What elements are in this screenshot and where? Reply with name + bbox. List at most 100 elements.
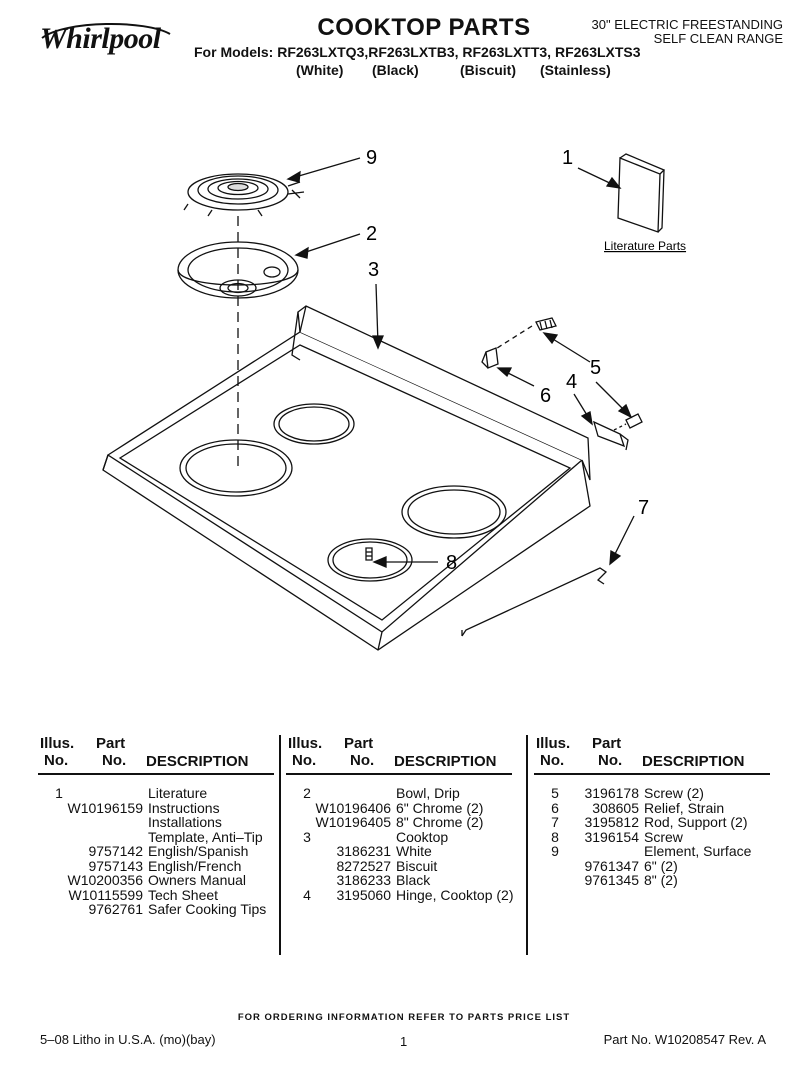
illus-number: 7: [551, 814, 559, 830]
part-description: Installations: [148, 814, 222, 830]
header-description-3: DESCRIPTION: [642, 753, 745, 770]
part-description: Bowl, Drip: [396, 785, 460, 801]
range-type-line1: 30" ELECTRIC FREESTANDING: [591, 17, 783, 32]
part-number: W10196159: [67, 799, 143, 816]
illus-number: 5: [551, 785, 559, 801]
screw-element: [365, 547, 373, 561]
header-illus-1: Illus. No.: [40, 735, 75, 769]
part-number: W10200356: [67, 872, 143, 888]
header-illus-3: Illus. No.: [536, 735, 571, 769]
header-rule-2: [286, 773, 512, 775]
part-description: English/French: [148, 857, 242, 874]
part-description: Owners Manual: [148, 872, 247, 888]
literature-parts-label: Literature Parts: [604, 239, 686, 253]
part-description: Biscuit: [396, 857, 438, 874]
part-number: 3196154: [584, 828, 639, 845]
header-part-3: Part No.: [592, 735, 623, 769]
part-description: 6" Chrome (2): [396, 799, 484, 816]
callout-2: 2: [366, 223, 377, 245]
header-description-1: DESCRIPTION: [146, 753, 249, 770]
part-number: 308605: [592, 799, 639, 816]
part-number: W10196405: [315, 814, 391, 830]
header-illus-2: Illus. No.: [288, 735, 323, 769]
illus-number: 8: [551, 828, 559, 845]
color-white: (White): [296, 62, 344, 78]
burner-opening-right-front: [327, 538, 413, 582]
table-row: 3186231 White: [286, 843, 512, 859]
table-row: 2 Bowl, Drip: [286, 785, 512, 801]
illus-number: 3: [303, 828, 311, 845]
part-description: Hinge, Cooktop (2): [396, 886, 514, 903]
part-number: 3186231: [336, 843, 391, 859]
part-number: 9757142: [88, 843, 143, 859]
surface-element: [183, 173, 305, 217]
table-row: W10196405 8" Chrome (2): [286, 814, 512, 830]
illus-number: 2: [303, 785, 311, 801]
table-row: W10115599 Tech Sheet: [38, 886, 274, 903]
part-number: 3186233: [336, 872, 391, 888]
part-description: Screw (2): [644, 785, 704, 801]
color-black: (Black): [372, 62, 419, 78]
part-number: W10115599: [68, 886, 143, 903]
part-number: 9761345: [584, 872, 639, 888]
callout-1: 1: [562, 147, 573, 169]
part-number: 3196178: [584, 785, 639, 801]
header-part-2: Part No.: [344, 735, 375, 769]
part-description: Tech Sheet: [148, 886, 219, 903]
litho-info: 5–08 Litho in U.S.A. (mo)(bay): [40, 1032, 216, 1047]
color-stainless: (Stainless): [540, 62, 611, 78]
header-description-2: DESCRIPTION: [394, 753, 497, 770]
table-row: 3186233 Black: [286, 872, 512, 888]
whirlpool-logo: Whirlpool: [40, 22, 161, 55]
part-number: 9757143: [88, 857, 143, 874]
table-row: 9757143 English/French: [38, 857, 274, 874]
burner-opening-right-rear: [401, 485, 507, 539]
table-row: 9757142 English/Spanish: [38, 843, 274, 859]
part-description: 8" Chrome (2): [396, 814, 484, 830]
support-rod: [461, 567, 608, 637]
table-row: 5 3196178 Screw (2): [534, 785, 770, 801]
illus-number: 9: [551, 843, 559, 859]
screw-upper: [493, 317, 557, 351]
strain-relief: [485, 347, 499, 369]
part-description: English/Spanish: [148, 843, 249, 859]
exploded-parts-diagram: 9 2 3 1 5 4 6 7 8 Literature Parts: [102, 147, 686, 651]
header-part-1: Part No.: [96, 735, 127, 769]
callout-5: 5: [590, 357, 601, 379]
part-description: Safer Cooking Tips: [148, 901, 267, 917]
illus-number: 4: [303, 886, 311, 903]
part-description: White: [396, 843, 432, 859]
callout-3: 3: [368, 259, 379, 281]
page-number: 1: [400, 1034, 408, 1049]
part-description: Rod, Support (2): [644, 814, 748, 830]
part-number: W10196406: [315, 799, 391, 816]
model-list: For Models: RF263LXTQ3,RF263LXTB3, RF263…: [194, 44, 641, 60]
part-description: 8" (2): [644, 872, 678, 888]
part-description: Element, Surface: [644, 843, 752, 859]
part-description: 6" (2): [644, 857, 678, 874]
column-divider-1: [279, 735, 281, 955]
literature-booklet: [617, 157, 661, 233]
callout-6: 6: [540, 385, 551, 407]
header-rule-3: [534, 773, 770, 775]
cooktop-panel: [106, 331, 584, 633]
burner-opening-left-rear: [273, 403, 355, 445]
column-divider-2: [526, 735, 528, 955]
screw-lower: [625, 413, 643, 429]
header-rule-1: [38, 773, 274, 775]
part-description: Black: [396, 872, 431, 888]
callout-4: 4: [566, 371, 577, 393]
burner-opening-left-front: [179, 439, 293, 497]
callout-9: 9: [366, 147, 377, 169]
illus-number: 6: [551, 799, 559, 816]
